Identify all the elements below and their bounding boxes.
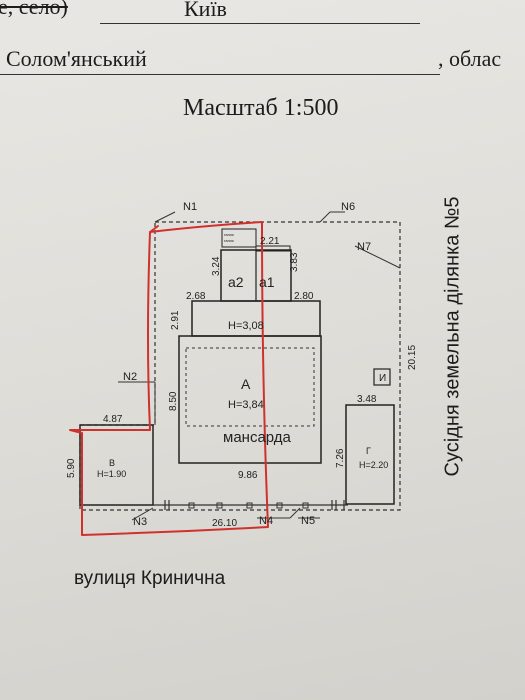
dim-5-90: 5.90 — [66, 458, 77, 478]
dim-3-24: 3.24 — [211, 256, 222, 276]
dim-2-21: 2.21 — [260, 236, 280, 247]
porch-label-1: ганок — [224, 232, 234, 237]
a2-label: a2 — [228, 274, 244, 290]
dim-8-50: 8.50 — [168, 391, 179, 411]
point-n6: N6 — [341, 201, 355, 213]
building-a-height: H=3,84 — [228, 399, 264, 411]
dim-3-48: 3.48 — [357, 394, 377, 405]
box-i-label: И — [379, 373, 386, 384]
dim-20-15: 20.15 — [407, 345, 418, 370]
building-g-letter: Г — [366, 446, 371, 456]
settlement-type-text: е, село) — [0, 0, 68, 19]
building-b — [79, 424, 154, 506]
building-a-letter: A — [241, 376, 251, 392]
dim-2-68: 2.68 — [186, 291, 206, 302]
district-value: Солом'янський — [6, 46, 147, 71]
porch-label-2: ганок — [224, 238, 234, 243]
a1-label: a1 — [259, 274, 275, 290]
dim-3-83: 3.83 — [289, 252, 300, 272]
point-n4: N4 — [259, 515, 273, 527]
scale-label: Масштаб 1:500 — [183, 95, 339, 121]
point-n5: N5 — [301, 515, 315, 527]
dim-9-86: 9.86 — [238, 470, 258, 481]
box-i — [373, 368, 391, 386]
dim-26-10: 26.10 — [212, 518, 237, 529]
point-n1: N1 — [183, 201, 197, 213]
attic-label: мансарда — [223, 429, 292, 446]
building-b-height: H=1.90 — [97, 469, 126, 479]
building-g-height: H=2.20 — [359, 460, 388, 470]
neighbor-plot-label: Сусідня земельна ділянка №5 — [441, 196, 464, 477]
red-boundary — [69, 221, 269, 536]
attic-outline — [185, 347, 315, 427]
point-n2: N2 — [123, 371, 137, 383]
dim-4-87: 4.87 — [103, 414, 123, 425]
street-label: вулиця Кринична — [74, 568, 226, 589]
building-g — [345, 404, 395, 505]
porch — [221, 228, 257, 248]
upper-height: H=3,08 — [228, 320, 264, 332]
dim-2-91: 2.91 — [170, 310, 181, 330]
dim-7-26: 7.26 — [335, 448, 346, 468]
district-underline — [0, 74, 440, 75]
point-n3: N3 — [133, 516, 147, 528]
region-suffix: , облас — [438, 46, 502, 71]
plot-boundary — [79, 221, 401, 511]
point-n7: N7 — [357, 241, 371, 253]
city-underline — [100, 23, 420, 24]
dim-2-80: 2.80 — [294, 291, 314, 302]
city-value: Київ — [184, 0, 227, 21]
building-b-letter: B — [109, 458, 115, 468]
